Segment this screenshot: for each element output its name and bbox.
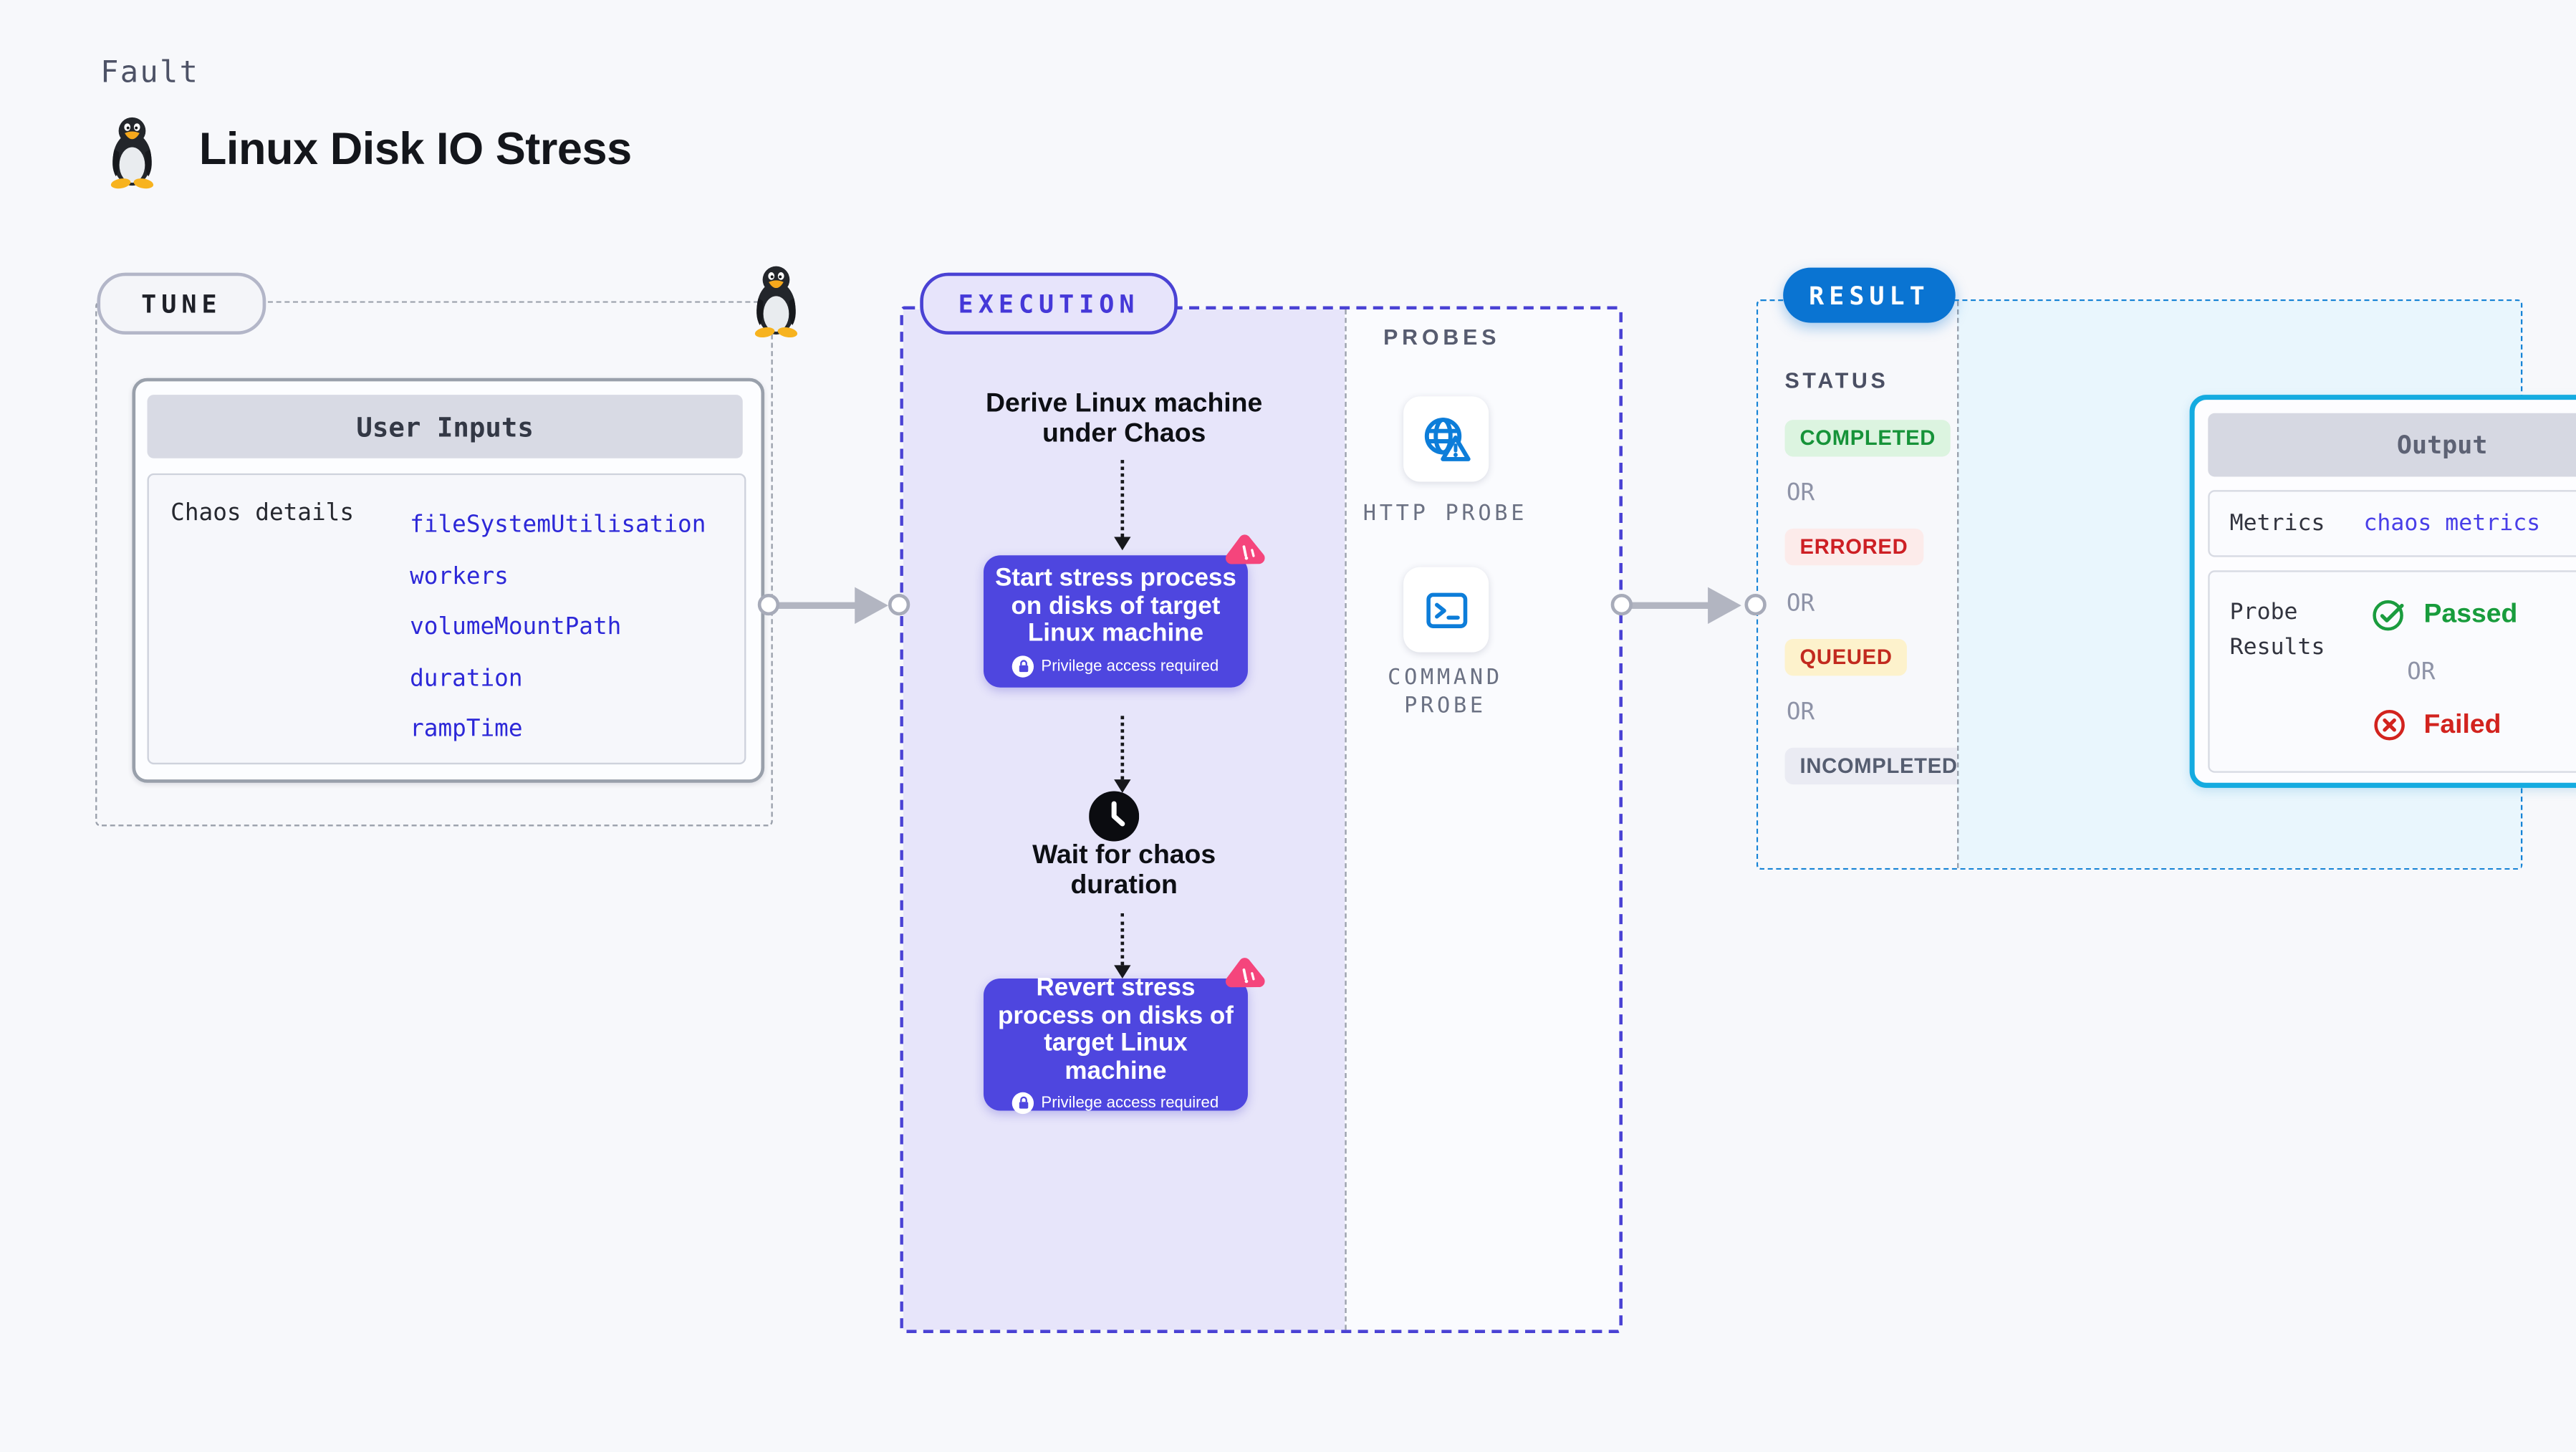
x-circle-icon — [2374, 709, 2405, 741]
chaos-details-label: Chaos details — [170, 500, 355, 527]
result-pill: RESULT — [1783, 267, 1956, 323]
output-card: Output Metrics chaos metrics Probe Resul… — [2189, 395, 2576, 788]
passed-label: Passed — [2423, 600, 2518, 629]
start-stress-node: Start stress process on disks of target … — [984, 555, 1248, 688]
chaos-flag-icon — [1225, 958, 1265, 988]
probes-panel: PROBES HTTP PROBE — [1345, 309, 1620, 1330]
tux-penguin-icon — [754, 266, 798, 338]
status-badge-completed: COMPLETED — [1784, 420, 1951, 457]
input-value: workers — [410, 562, 509, 590]
lock-icon — [1012, 655, 1035, 678]
connector-endpoint — [1610, 593, 1633, 616]
input-value: fileSystemUtilisation — [410, 511, 706, 539]
or-separator: OR — [2407, 659, 2436, 686]
tune-section: User Inputs Chaos details fileSystemUtil… — [95, 301, 773, 827]
command-probe-label: COMMAND PROBE — [1388, 665, 1503, 720]
failed-label: Failed — [2423, 711, 2501, 740]
revert-stress-label: Revert stress process on disks of target… — [998, 973, 1234, 1085]
user-inputs-title: User Inputs — [147, 395, 743, 458]
clock-icon — [1089, 791, 1140, 842]
page-title: Linux Disk IO Stress — [198, 123, 632, 174]
or-separator: OR — [1786, 480, 1815, 507]
privilege-chip: Privilege access required — [1012, 1092, 1219, 1115]
tune-pill: TUNE — [97, 272, 266, 335]
execution-flow: Derive Linux machine under Chaos Start s… — [903, 309, 1345, 1330]
output-title: Output — [2208, 413, 2576, 477]
connector-endpoint — [757, 593, 780, 616]
http-probe-card — [1403, 396, 1489, 482]
result-section: STATUS COMPLETED OR ERRORED OR QUEUED OR… — [1756, 299, 2576, 870]
connector-arrowhead — [1708, 587, 1741, 624]
lock-icon — [1012, 1092, 1035, 1115]
wait-step-label: Wait for chaos duration — [1032, 841, 1216, 900]
metrics-label: Metrics — [2229, 510, 2325, 537]
revert-stress-node: Revert stress process on disks of target… — [984, 974, 1248, 1115]
chaos-flag-icon — [1225, 534, 1265, 564]
flow-arrow-down — [1112, 460, 1130, 551]
or-separator: OR — [1786, 699, 1815, 726]
status-badge-errored: ERRORED — [1784, 528, 1923, 566]
globe-alert-icon — [1423, 416, 1470, 461]
output-panel: Output Metrics chaos metrics Probe Resul… — [1957, 301, 2576, 868]
probe-results-label: Probe Results — [2229, 598, 2325, 661]
start-stress-label: Start stress process on disks of target … — [995, 564, 1236, 648]
privilege-label: Privilege access required — [1041, 1094, 1219, 1112]
privilege-chip: Privilege access required — [1012, 655, 1219, 678]
metrics-value: chaos metrics — [2363, 510, 2541, 537]
metrics-row: Metrics chaos metrics — [2208, 490, 2576, 557]
flow-arrow-down — [1112, 913, 1130, 979]
chaos-details-values: fileSystemUtilisation workers volumeMoun… — [410, 500, 706, 755]
http-probe-label: HTTP PROBE — [1363, 501, 1528, 527]
user-inputs-card: User Inputs Chaos details fileSystemUtil… — [132, 378, 765, 783]
tux-penguin-icon — [110, 117, 154, 189]
execution-pill: EXECUTION — [920, 272, 1178, 335]
status-badge-queued: QUEUED — [1784, 638, 1908, 676]
execution-section: Derive Linux machine under Chaos Start s… — [900, 306, 1623, 1334]
input-value: volumeMountPath — [410, 613, 622, 641]
connector-arrowhead — [855, 587, 888, 624]
flow-arrow-down — [1112, 716, 1130, 793]
command-probe-card — [1403, 567, 1489, 653]
derive-step-label: Derive Linux machine under Chaos — [986, 390, 1263, 448]
status-column: STATUS COMPLETED OR ERRORED OR QUEUED OR… — [1758, 301, 1973, 868]
status-title: STATUS — [1784, 367, 1889, 393]
probe-results-row: Probe Results Passed OR Failed — [2208, 570, 2576, 773]
or-separator: OR — [1786, 590, 1815, 617]
connector-line — [1623, 602, 1710, 608]
user-inputs-body: Chaos details fileSystemUtilisation work… — [147, 473, 746, 765]
fault-kicker: Fault — [100, 55, 200, 91]
connector-endpoint — [888, 593, 910, 616]
terminal-icon — [1426, 592, 1467, 628]
connector-line — [769, 602, 857, 608]
check-circle-icon — [2373, 600, 2404, 631]
input-value: rampTime — [410, 716, 523, 743]
probes-title: PROBES — [1383, 324, 1501, 350]
privilege-label: Privilege access required — [1041, 657, 1219, 675]
status-badge-incompleted: INCOMPLETED — [1784, 747, 1973, 785]
input-value: duration — [410, 665, 523, 692]
connector-endpoint — [1744, 593, 1767, 616]
